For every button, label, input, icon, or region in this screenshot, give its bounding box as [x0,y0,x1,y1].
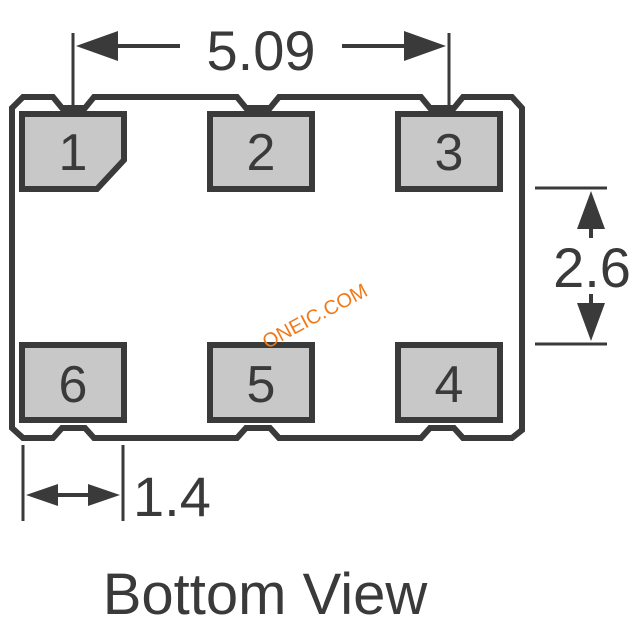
package-body-outline [9,94,525,441]
height-dimension-label: 2.6 [553,236,631,299]
height-dimension [535,186,607,346]
pad-2-number: 2 [247,124,276,182]
pad-width-arrowhead-left [26,484,58,506]
pad-6 [19,342,127,423]
height-arrowhead-top [577,191,605,229]
pad-2 [207,111,315,192]
pad-5-number: 5 [247,356,276,414]
pad-3 [395,111,503,192]
width-arrowhead-right [404,31,446,61]
pad-width-dimension-label: 1.4 [133,465,211,528]
view-caption: Bottom View [103,562,429,627]
pad-1 [19,111,127,192]
width-dimension-label: 5.09 [207,19,316,82]
pad-5 [207,342,315,423]
pad-4-number: 4 [435,356,464,414]
pad-6-number: 6 [59,356,88,414]
pad-width-arrowhead-right [88,484,120,506]
pad-4 [395,342,503,423]
pad-width-dimension [21,445,125,521]
height-arrowhead-bottom [577,303,605,341]
pad-1-number: 1 [59,124,88,182]
width-arrowhead-left [76,31,118,61]
pad-3-number: 3 [435,124,464,182]
width-dimension [71,31,451,108]
